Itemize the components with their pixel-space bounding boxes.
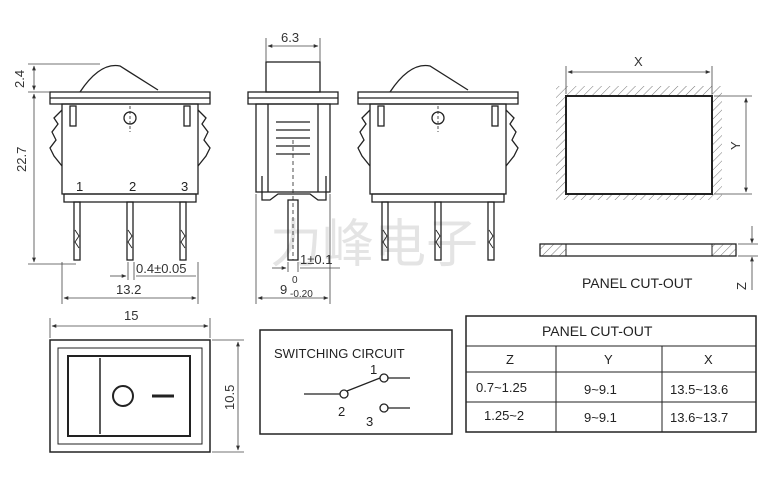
dim-side-base-tol-upper: 0 [292,275,298,286]
dim-pin-width: 0.4±0.05 [136,261,187,276]
table-header-z: Z [506,352,514,367]
top-view [49,339,211,453]
dim-body-height: 22.7 [14,147,29,172]
table-cell-r2-z: 1.25~2 [484,408,524,423]
dim-top-height: 10.5 [222,385,237,410]
pin-label-1: 1 [76,179,83,194]
dim-side-pin: 1±0.1 [300,252,332,267]
circuit-terminal-3: 3 [366,414,373,429]
circuit-terminal-2: 2 [338,404,345,419]
watermark-text: 力峰电子 [270,215,478,275]
dim-side-width: 6.3 [281,30,299,45]
front-view-dimensions [28,63,199,304]
side-view [247,61,339,261]
side-view-dimensions [255,38,340,304]
dim-top-width: 15 [124,308,138,323]
dim-cutout-z: Z [734,282,749,290]
table-cell-r1-z: 0.7~1.25 [476,380,527,395]
front-view [49,64,211,261]
table-cell-r2-x: 13.6~13.7 [670,410,728,425]
panel-cutout-figure [539,86,737,257]
top-view-dimensions [49,318,244,453]
switching-circuit-schematic [304,373,410,413]
dim-cutout-y: Y [728,141,743,150]
circuit-terminal-1: 1 [370,362,377,377]
dim-side-base: 9 [280,282,287,297]
cutout-dimensions [565,66,758,290]
dim-top-height: 2.4 [12,70,27,88]
dim-side-base-tol-lower: -0.20 [290,289,313,300]
pin-label-2: 2 [129,179,136,194]
cutout-table-title: PANEL CUT-OUT [542,323,653,339]
pin-label-3: 3 [181,179,188,194]
switching-circuit-title: SWITCHING CIRCUIT [274,346,405,361]
dim-cutout-x: X [634,54,643,69]
switching-circuit-box [259,329,453,435]
cutout-label: PANEL CUT-OUT [582,275,693,291]
front-view-alt [357,64,519,261]
table-header-x: X [704,352,713,367]
table-cell-r1-y: 9~9.1 [584,382,617,397]
table-cell-r1-x: 13.5~13.6 [670,382,728,397]
table-cell-r2-y: 9~9.1 [584,410,617,425]
cutout-table [465,315,757,433]
table-header-y: Y [604,352,613,367]
dim-pin-span: 13.2 [116,282,141,297]
